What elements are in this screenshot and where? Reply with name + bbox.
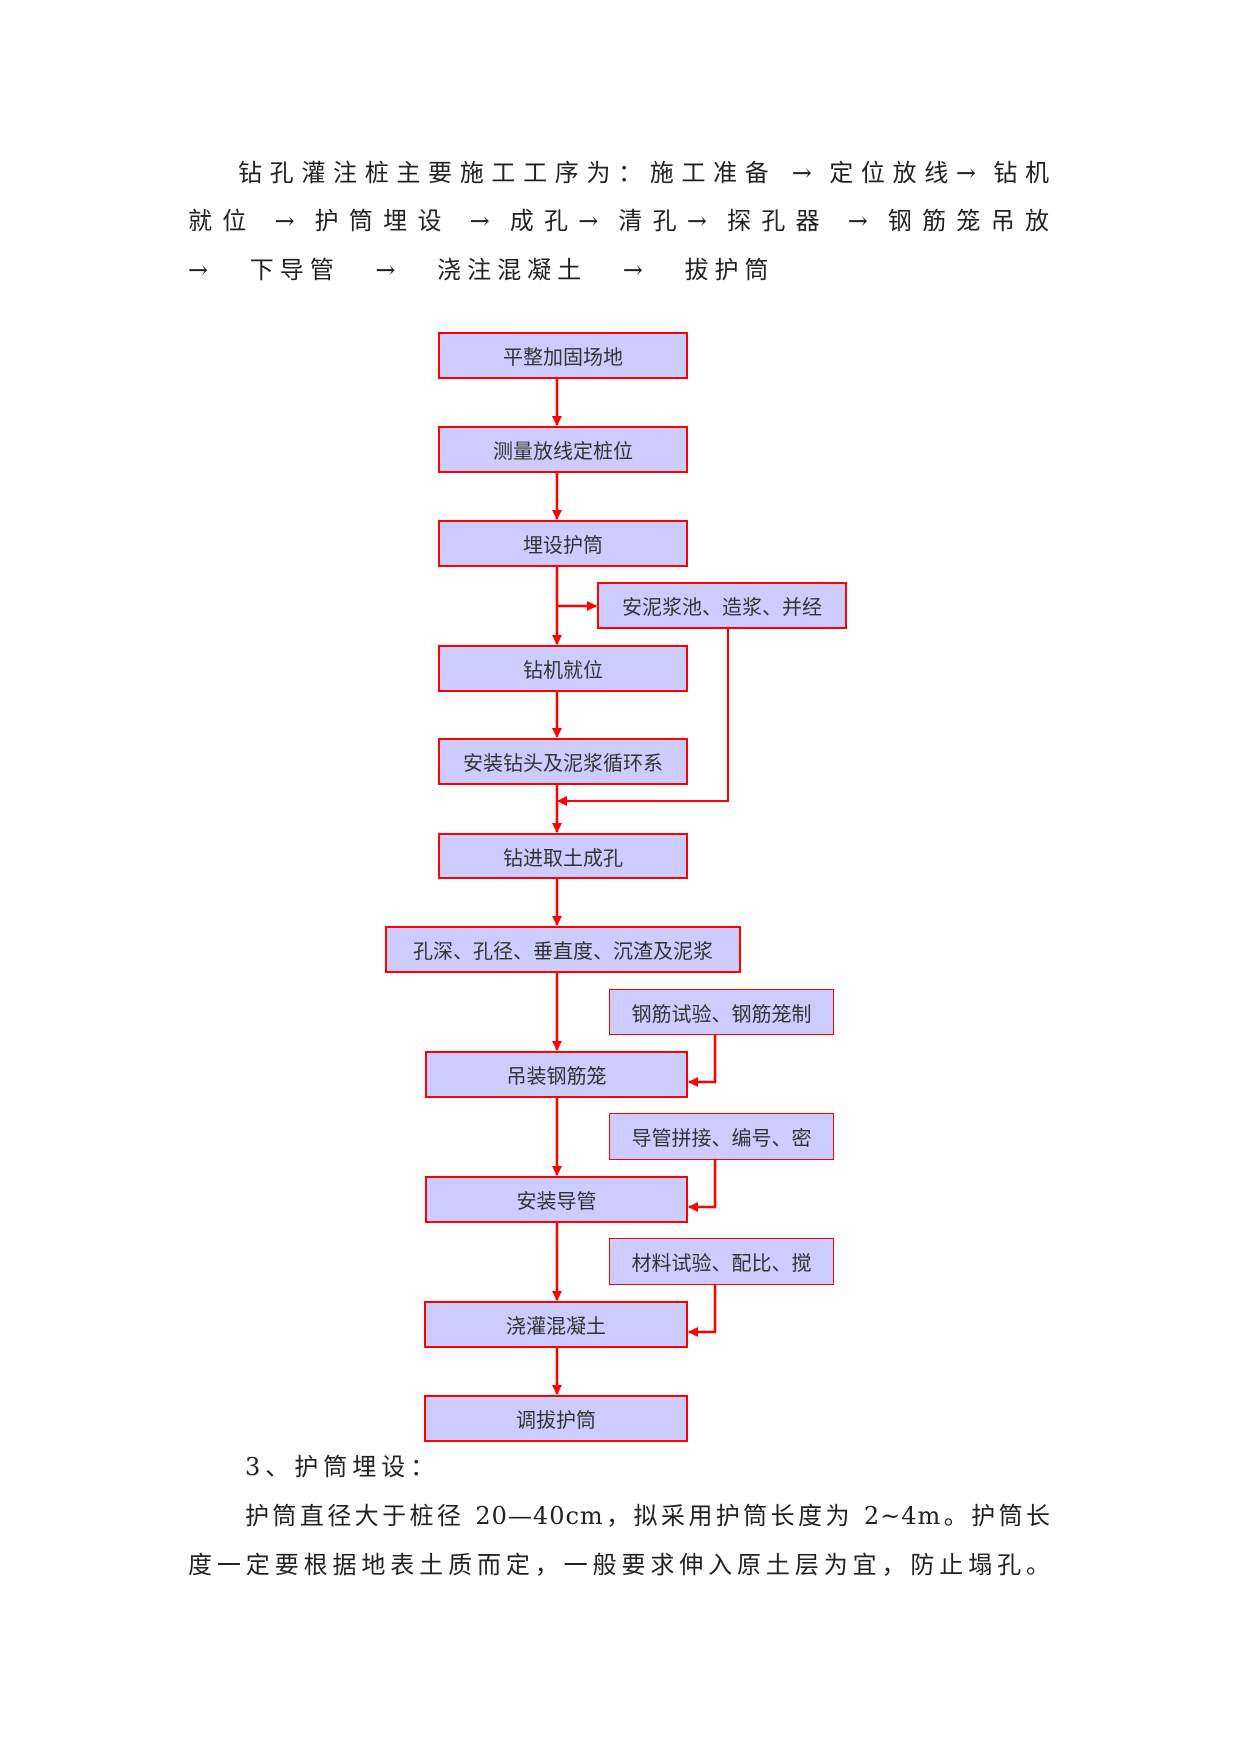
flow-step-1: 平整加固场地 (438, 332, 688, 379)
flow-step-7: 孔深、孔径、垂直度、沉渣及泥浆 (385, 926, 741, 973)
flow-side-1: 安泥浆池、造浆、并经 (597, 582, 847, 629)
flow-step-8: 吊装钢筋笼 (425, 1051, 688, 1098)
flow-side-3: 导管拼接、编号、密 (609, 1113, 834, 1160)
flow-step-9: 安装导管 (425, 1176, 688, 1223)
flow-side-4: 材料试验、配比、搅 (609, 1238, 834, 1285)
intro-line-1: 钻孔灌注桩主要施工工序为：施工准备 → 定位放线→ 钻机 (238, 159, 1051, 187)
flow-step-3: 埋设护筒 (438, 520, 688, 567)
flow-step-2: 测量放线定桩位 (438, 426, 688, 473)
intro-line-2: 就位 → 护筒埋设 → 成孔→ 清孔→ 探孔器 → 钢筋笼吊放 (188, 207, 1051, 235)
flow-step-5: 安装钻头及泥浆循环系 (438, 738, 688, 785)
flow-step-4: 钻机就位 (438, 645, 688, 692)
flow-step-6: 钻进取土成孔 (438, 833, 688, 879)
flow-side-2: 钢筋试验、钢筋笼制 (609, 989, 834, 1035)
section-heading: 3、护筒埋设： (245, 1453, 440, 1481)
flow-step-11: 调拔护筒 (424, 1395, 688, 1442)
section-para-line-2: 度一定要根据地表土质而定，一般要求伸入原土层为宜，防止塌孔。 (188, 1551, 1051, 1579)
intro-line-3: → 下导管 → 浇注混凝土 → 拔护筒 (188, 256, 775, 284)
section-para-line-1: 护筒直径大于桩径 20—40cm，拟采用护筒长度为 2~4m。护筒长 (245, 1502, 1051, 1530)
flow-step-10: 浇灌混凝土 (424, 1301, 688, 1348)
